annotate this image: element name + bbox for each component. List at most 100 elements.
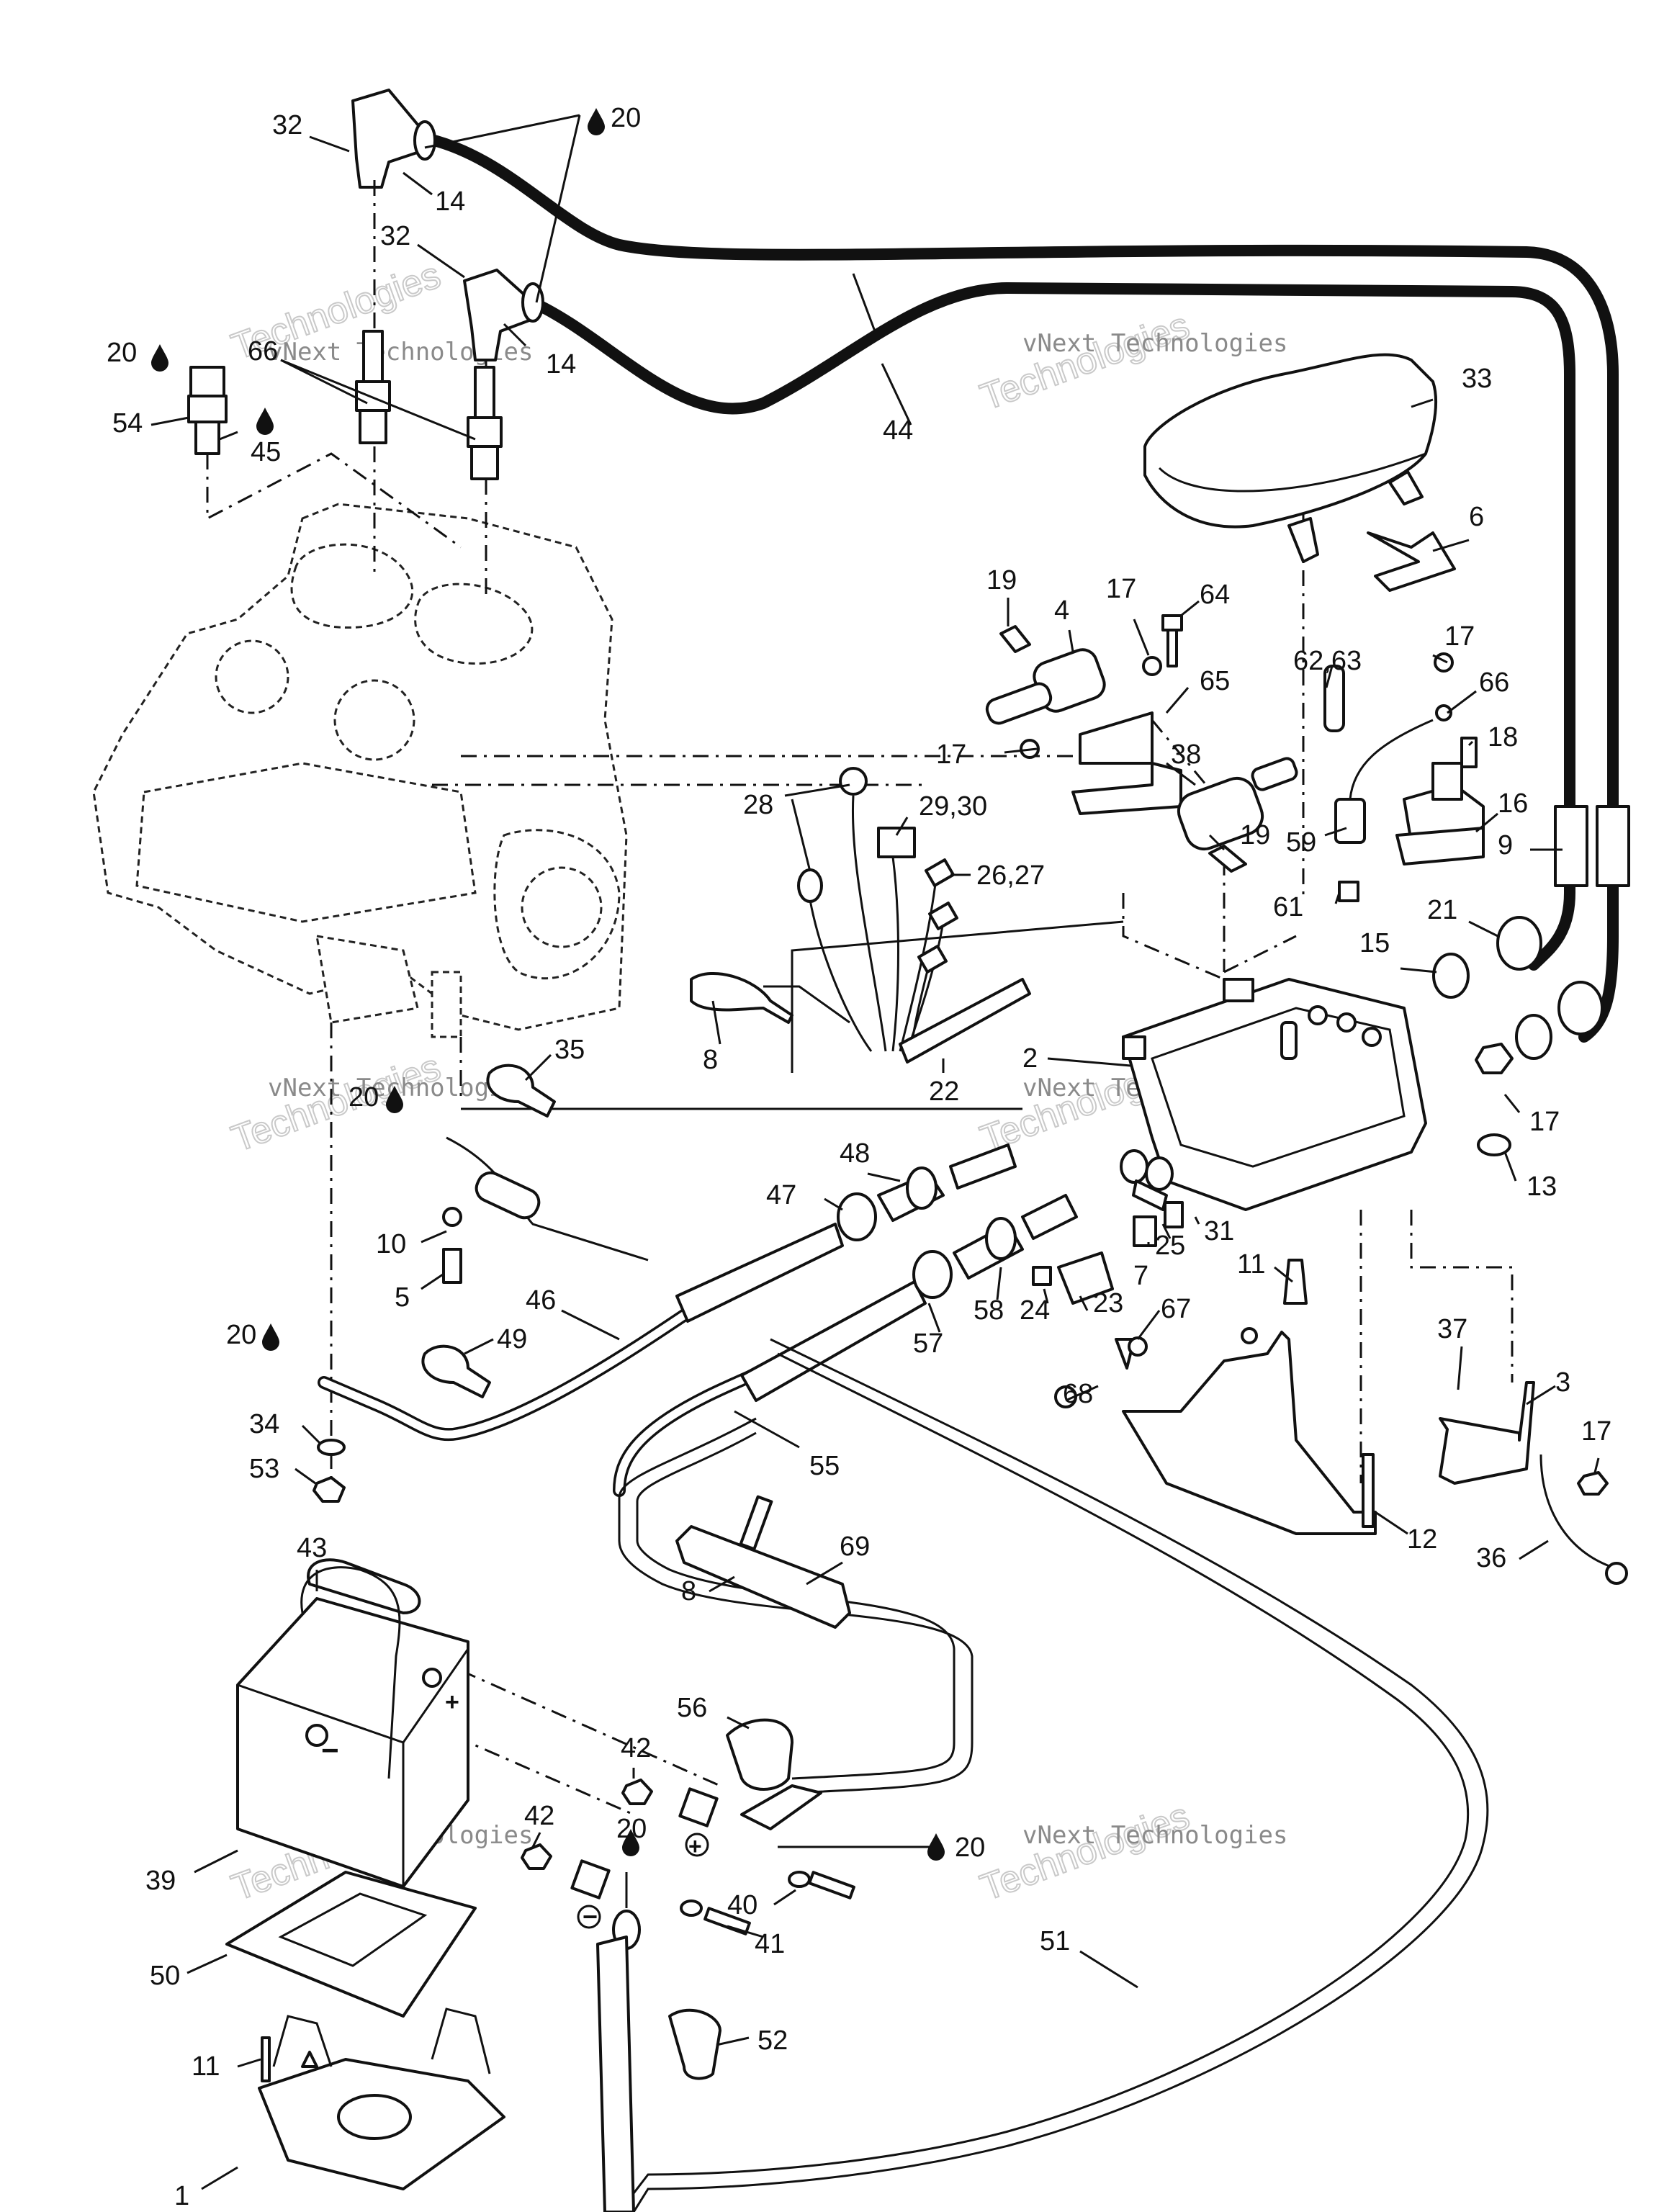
cable-clamp-69 [675,1525,851,1629]
watermark-text: vNext Technologies [1022,1821,1287,1850]
watermark-text: vNext Technologies [1022,329,1287,358]
callout-40: 40 [727,1890,757,1920]
battery-39 [236,1558,469,1888]
callout-59: 59 [1286,827,1316,858]
callout-17: 17 [1529,1107,1560,1137]
callout-65: 65 [1200,666,1230,696]
callout-66: 66 [1479,667,1509,698]
callout-12: 12 [1407,1524,1437,1555]
spark-plug-left [355,330,391,444]
callout-19: 19 [986,565,1017,595]
callout-20: 20 [955,1833,985,1863]
polarity-minus-circled: − [583,1902,598,1931]
wire-sleeve [1596,805,1630,887]
nut-17 [1475,1043,1514,1074]
callout-23: 23 [1093,1288,1123,1318]
gasket-6 [1367,531,1456,592]
callout-3: 3 [1555,1367,1570,1398]
electrical-box-2 [1120,978,1427,1211]
callout-46: 46 [526,1285,556,1316]
ignition-coil-4 [985,648,1106,725]
polarity-plus-circled: + [688,1833,702,1859]
callout-20: 20 [616,1814,647,1844]
callout-51: 51 [1040,1926,1070,1956]
callout-49: 49 [497,1324,527,1354]
ground-wire-36 [1539,1454,1621,1571]
callout-38: 38 [1171,739,1201,770]
callout-66: 66 [248,336,278,367]
callout-2: 2 [1022,1043,1038,1074]
callout-18: 18 [1488,722,1518,752]
callout-11: 11 [1237,1249,1265,1280]
cover-33 [1143,353,1438,563]
callout-31: 31 [1204,1216,1234,1246]
watermark-outline: Technologies [975,305,1195,418]
callout-24: 24 [1020,1295,1050,1326]
fuse-61 [1338,881,1359,902]
relay-59 [1334,719,1434,844]
callout-7: 7 [1133,1261,1148,1291]
callout-45: 45 [251,437,281,467]
callout-8: 8 [681,1576,696,1606]
callout-8: 8 [703,1045,718,1075]
bracket-12 [1122,1259,1377,1535]
callout-22: 22 [929,1076,959,1107]
small-fasteners [999,614,1478,873]
cable-tie-8 [690,972,793,1024]
callout-58: 58 [974,1295,1004,1326]
callout-54: 54 [112,408,143,439]
callout-4: 4 [1054,595,1069,626]
harness [791,767,1031,1073]
callout-47: 47 [766,1180,796,1210]
high-tension-wires [412,131,1630,1043]
watermark-outline: Technologies [226,1046,446,1160]
callout-42: 42 [524,1801,554,1831]
cable-55 [618,1417,974,1794]
spark-plug-cap-upper [351,89,436,189]
callout-67: 67 [1161,1294,1191,1324]
callout-13: 13 [1527,1172,1557,1202]
callout-15: 15 [1359,928,1390,958]
misc-small-parts [301,1064,1184,2068]
washer-13 [1477,1133,1511,1156]
engine-block [92,503,628,1038]
callout-6: 6 [1469,502,1484,532]
callout-44: 44 [883,415,913,446]
callout-11: 11 [192,2051,220,2082]
callout-17: 17 [1106,574,1136,604]
callout-42: 42 [621,1733,651,1763]
bracket-3 [1439,1381,1535,1485]
callout-61: 61 [1273,892,1303,922]
callout-28: 28 [743,790,773,820]
terminal-hardware [521,1718,855,2212]
callout-26-27: 26,27 [976,860,1045,891]
callout-32: 32 [272,110,302,140]
callout-21: 21 [1427,895,1457,925]
cable-51-inner [618,1352,1470,2212]
bracket-65 [1071,711,1182,815]
callout-17: 17 [936,739,966,770]
callout-20: 20 [611,103,641,133]
callout-57: 57 [913,1328,943,1359]
callout-1: 1 [174,2181,189,2211]
callout-20: 20 [226,1320,256,1350]
cable-51 [632,1338,1489,2212]
callout-16: 16 [1498,788,1528,819]
watermark-outline: Technologies [975,1795,1195,1909]
callout-68: 68 [1063,1379,1093,1409]
callout-32: 32 [380,221,410,251]
callout-48: 48 [840,1138,870,1169]
callout-52: 52 [757,2026,788,2056]
battery-cable-negative [613,1194,1078,1497]
callout-39: 39 [145,1866,176,1896]
callout-9: 9 [1498,830,1513,860]
callout-37: 37 [1437,1314,1467,1344]
callout-14: 14 [546,349,576,379]
callout-69: 69 [840,1532,870,1562]
wire-sleeve [1554,805,1588,887]
callout-43: 43 [297,1533,327,1563]
callout-53: 53 [249,1454,279,1484]
callout-56: 56 [677,1693,707,1723]
battery-pad-50 [225,1871,477,2018]
